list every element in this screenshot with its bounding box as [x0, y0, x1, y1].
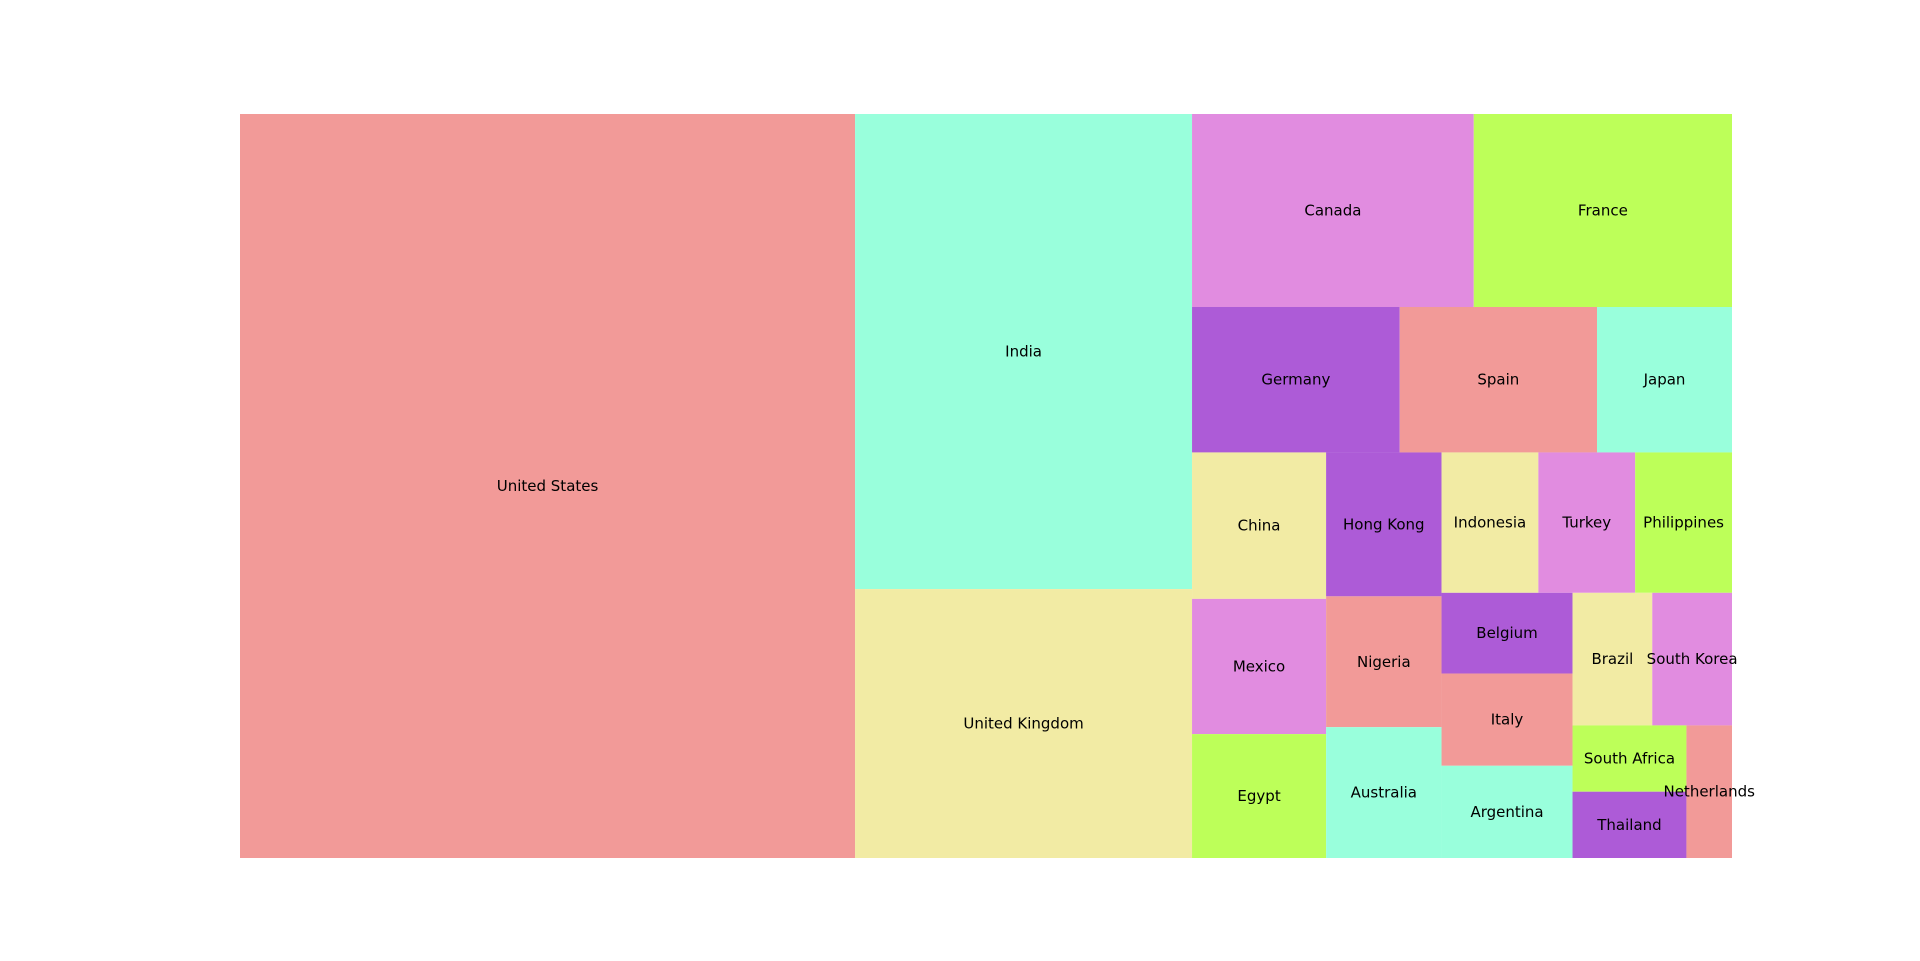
- tile-thailand: Thailand: [1572, 791, 1687, 858]
- tile-philippines: Philippines: [1635, 452, 1732, 593]
- tile-rect-italy: [1441, 673, 1573, 766]
- tile-mexico: Mexico: [1192, 598, 1327, 735]
- tile-label-italy: Italy: [1491, 711, 1524, 729]
- tile-united-kingdom: United Kingdom: [855, 589, 1193, 858]
- tile-south-africa: South Africa: [1572, 725, 1687, 792]
- tile-south-korea: South Korea: [1647, 592, 1738, 726]
- tile-rect-south-korea: [1652, 592, 1732, 726]
- tile-rect-thailand: [1572, 791, 1687, 858]
- tile-spain: Spain: [1399, 306, 1598, 453]
- tile-australia: Australia: [1326, 727, 1442, 858]
- tile-rect-spain: [1399, 306, 1598, 453]
- tile-rect-netherlands: [1686, 725, 1732, 858]
- tile-canada: Canada: [1192, 114, 1474, 307]
- tile-france: France: [1473, 114, 1732, 307]
- tile-rect-belgium: [1441, 592, 1573, 674]
- tile-rect-united-states: [240, 114, 856, 858]
- tile-label-south-korea: South Korea: [1647, 650, 1738, 668]
- tile-label-argentina: Argentina: [1470, 803, 1543, 821]
- tile-label-thailand: Thailand: [1596, 816, 1661, 834]
- tile-rect-canada: [1192, 114, 1474, 307]
- tile-argentina: Argentina: [1441, 765, 1573, 858]
- tile-indonesia: Indonesia: [1441, 452, 1539, 593]
- tile-rect-egypt: [1192, 734, 1327, 858]
- tile-nigeria: Nigeria: [1326, 596, 1442, 728]
- tile-rect-hong-kong: [1326, 452, 1442, 597]
- tile-japan: Japan: [1597, 306, 1732, 453]
- tile-label-south-africa: South Africa: [1584, 750, 1675, 768]
- tile-united-states: United States: [240, 114, 856, 858]
- tile-label-turkey: Turkey: [1561, 514, 1611, 532]
- tile-label-netherlands: Netherlands: [1663, 783, 1755, 801]
- tile-label-australia: Australia: [1351, 784, 1417, 802]
- tile-rect-france: [1473, 114, 1732, 307]
- tile-belgium: Belgium: [1441, 592, 1573, 674]
- tile-rect-indonesia: [1441, 452, 1539, 593]
- tile-brazil: Brazil: [1572, 592, 1653, 726]
- tile-germany: Germany: [1192, 306, 1400, 453]
- tile-rect-turkey: [1538, 452, 1636, 593]
- tile-rect-united-kingdom: [855, 589, 1193, 858]
- tile-label-japan: Japan: [1643, 371, 1686, 389]
- tile-label-hong-kong: Hong Kong: [1343, 515, 1425, 533]
- tile-label-mexico: Mexico: [1233, 657, 1285, 675]
- tile-turkey: Turkey: [1538, 452, 1636, 593]
- tile-label-united-states: United States: [497, 477, 599, 495]
- tile-label-egypt: Egypt: [1237, 787, 1280, 805]
- tile-label-indonesia: Indonesia: [1454, 514, 1527, 532]
- tile-egypt: Egypt: [1192, 734, 1327, 858]
- tile-rect-nigeria: [1326, 596, 1442, 728]
- tile-rect-australia: [1326, 727, 1442, 858]
- tile-rect-mexico: [1192, 598, 1327, 735]
- tile-rect-china: [1192, 452, 1327, 599]
- tile-india: India: [855, 114, 1193, 590]
- tile-label-germany: Germany: [1261, 371, 1330, 389]
- tile-rect-brazil: [1572, 592, 1653, 726]
- tile-rect-philippines: [1635, 452, 1732, 593]
- tile-rect-india: [855, 114, 1193, 590]
- tile-label-china: China: [1238, 517, 1281, 535]
- tile-label-france: France: [1578, 201, 1628, 219]
- tile-hong-kong: Hong Kong: [1326, 452, 1442, 597]
- tile-rect-south-africa: [1572, 725, 1687, 792]
- tile-label-nigeria: Nigeria: [1357, 653, 1411, 671]
- tile-netherlands: Netherlands: [1663, 725, 1755, 858]
- tile-label-canada: Canada: [1304, 201, 1361, 219]
- tile-label-india: India: [1005, 343, 1042, 361]
- tile-rect-japan: [1597, 306, 1732, 453]
- tile-rect-argentina: [1441, 765, 1573, 858]
- tile-label-brazil: Brazil: [1591, 650, 1633, 668]
- tile-rect-germany: [1192, 306, 1400, 453]
- tile-label-belgium: Belgium: [1476, 624, 1538, 642]
- tile-china: China: [1192, 452, 1327, 599]
- tile-label-united-kingdom: United Kingdom: [963, 715, 1083, 733]
- tile-italy: Italy: [1441, 673, 1573, 766]
- tile-label-philippines: Philippines: [1643, 514, 1724, 532]
- tile-label-spain: Spain: [1477, 371, 1519, 389]
